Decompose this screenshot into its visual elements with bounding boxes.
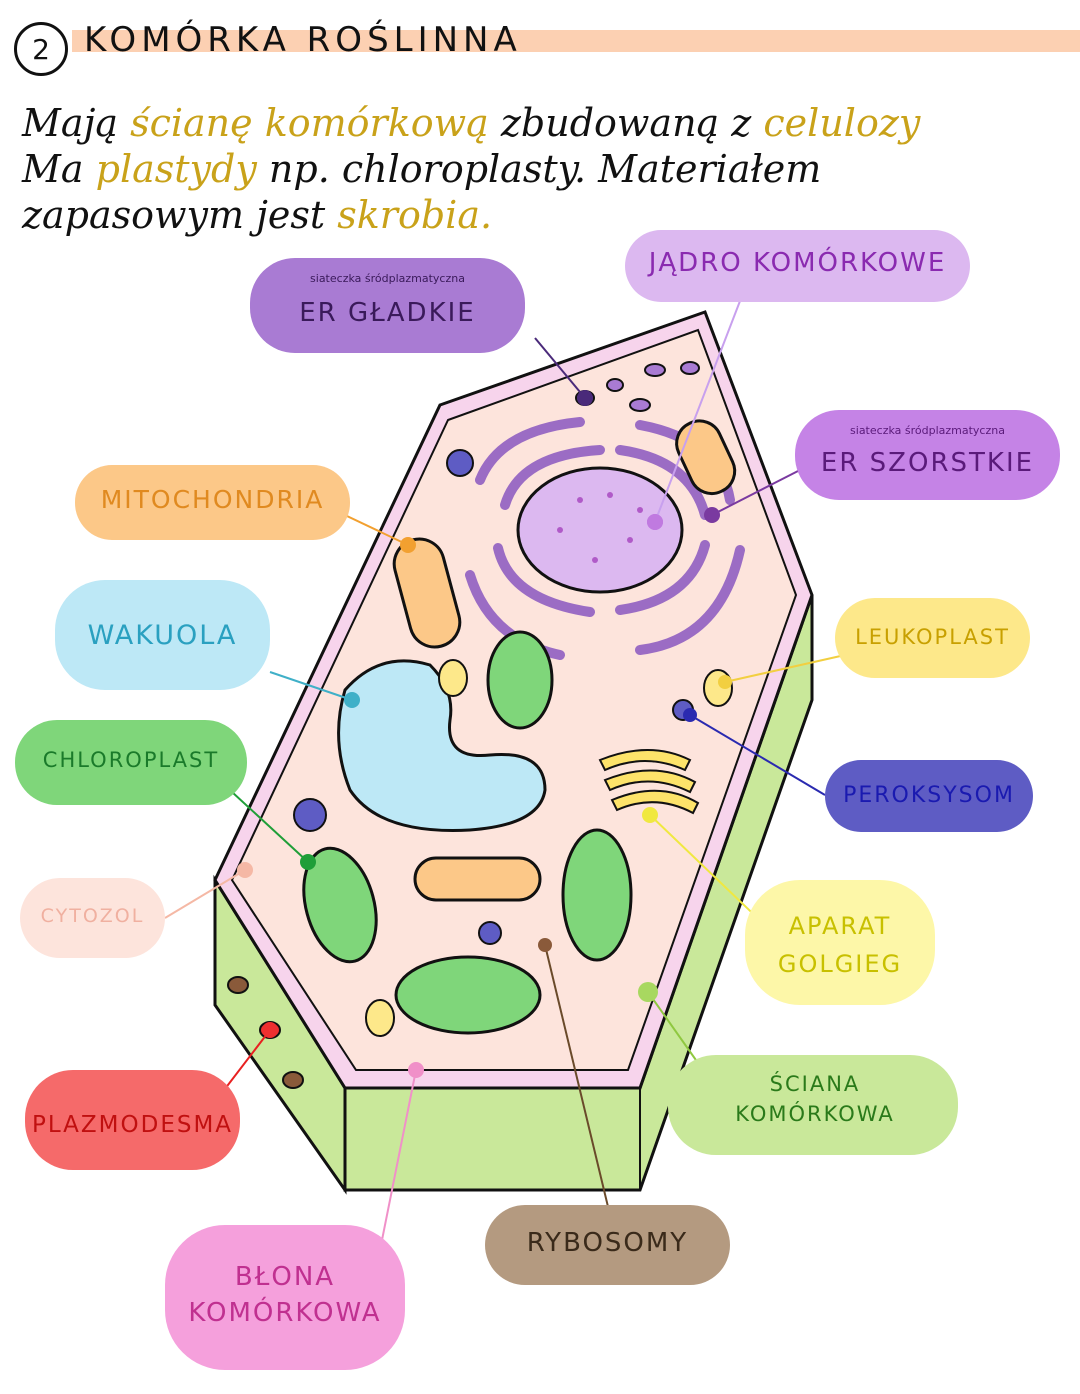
membrane-label-2: KOMÓRKOWA bbox=[188, 1298, 382, 1328]
vacuole-label: WAKUOLA bbox=[87, 620, 238, 651]
intro-highlight: ścianę komórkową bbox=[130, 101, 489, 145]
cell-wall-label-1: ŚCIANA bbox=[769, 1072, 861, 1096]
nucleus-label: JĄDRO KOMÓRKOWE bbox=[648, 248, 947, 278]
intro-text-part: Ma bbox=[22, 147, 96, 191]
intro-text-part: np. chloroplasty. Materiałem bbox=[256, 147, 822, 191]
page-title: KOMÓRKA ROŚLINNA bbox=[84, 20, 522, 60]
leader-dots bbox=[237, 390, 732, 1078]
er-rough-label: ER SZORSTKIE bbox=[820, 448, 1035, 478]
title-highlight-band bbox=[72, 30, 1080, 52]
er-smooth-label: ER GŁADKIE bbox=[299, 298, 476, 328]
intro-highlight: skrobia. bbox=[337, 193, 493, 237]
golgi-label-1: APARAT bbox=[788, 912, 892, 940]
label-clouds bbox=[15, 230, 1060, 1370]
intro-text-part: zbudowaną z bbox=[488, 101, 764, 145]
vacuole bbox=[337, 659, 547, 832]
intro-highlight: plastydy bbox=[95, 147, 257, 191]
intro-highlight: celulozy bbox=[763, 101, 921, 145]
golgi-label-2: GOLGIEG bbox=[777, 950, 903, 978]
membrane-label-1: BŁONA bbox=[234, 1262, 336, 1292]
chloroplasts bbox=[302, 630, 633, 1035]
intro-line-3: zapasowym jest skrobia. bbox=[22, 192, 1072, 238]
ribosomes-label: RYBOSOMY bbox=[526, 1228, 689, 1258]
intro-line-2: Ma plastydy np. chloroplasty. Materiałem bbox=[22, 146, 1072, 192]
er-smooth-sub-label: siateczka śródplazmatyczna bbox=[310, 272, 465, 285]
section-number: 2 bbox=[14, 22, 68, 76]
intro-line-1: Mają ścianę komórkową zbudowaną z celulo… bbox=[22, 100, 1072, 146]
mitochondria bbox=[392, 419, 737, 902]
peroxisome-label: PEROKSYSOM bbox=[843, 783, 1015, 808]
section-number-text: 2 bbox=[32, 32, 50, 66]
leucoplast-label: LEUKOPLAST bbox=[855, 625, 1010, 649]
cytosol-label: CYTOZOL bbox=[40, 905, 145, 927]
mitochondria-label: MITOCHONDRIA bbox=[100, 485, 325, 514]
er-rough-sub-label: siateczka śródplazmatyczna bbox=[850, 424, 1005, 437]
leucoplasts bbox=[365, 659, 733, 1037]
intro-text: Mają ścianę komórkową zbudowaną z celulo… bbox=[22, 100, 1072, 238]
intro-text-part: zapasowym jest bbox=[22, 193, 338, 237]
intro-text-part: Mają bbox=[22, 101, 131, 145]
golgi-apparatus bbox=[598, 749, 700, 815]
peroxisomes bbox=[293, 449, 694, 945]
chloroplast-label: CHLOROPLAST bbox=[42, 748, 220, 772]
nucleus bbox=[516, 466, 684, 594]
cell-wall-label-2: KOMÓRKOWA bbox=[735, 1102, 895, 1126]
plasmodesma-label: PLAZMODESMA bbox=[31, 1112, 234, 1138]
